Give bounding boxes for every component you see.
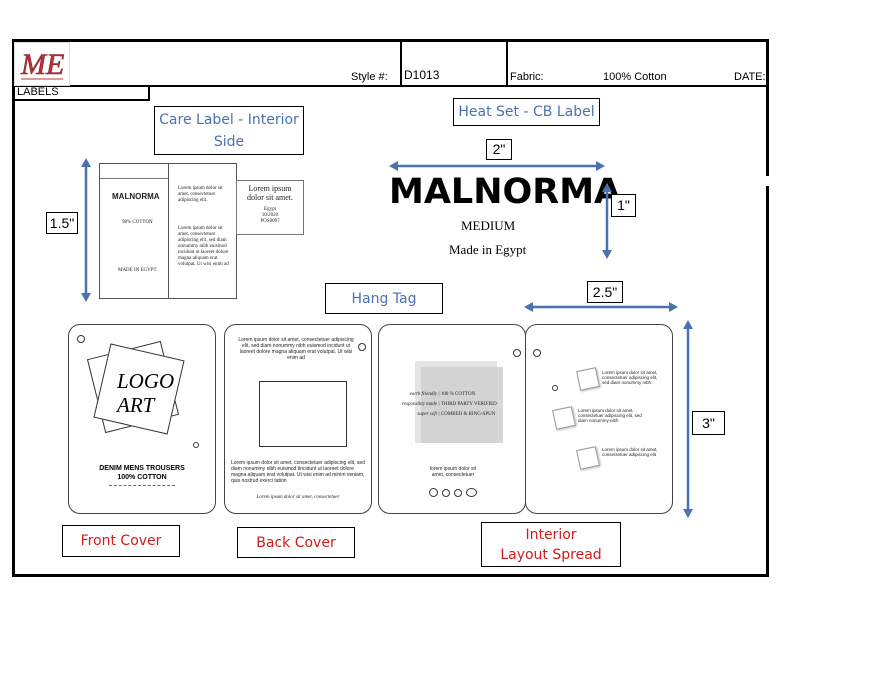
interior-item-2: Lorem ipsum dolor sit amet, consectetuer… — [578, 408, 642, 423]
interior-left-panel: earth friendly | 100 % COTTON responsibl… — [378, 324, 526, 514]
style-label: Style #: — [351, 71, 388, 83]
feature-1-label: earth friendly — [409, 392, 437, 397]
heat-height-dimension: 1" — [611, 194, 636, 217]
fabric-label: Fabric: — [510, 71, 544, 83]
brand-logo-mark: ME — [17, 44, 67, 84]
front-cover-caption: Front Cover — [62, 525, 180, 557]
back-footer-text: Lorem ipsum dolor sit amet, consectetuer — [256, 495, 340, 500]
spec-sheet — [12, 39, 769, 577]
logo-art-line-1: LOGO — [117, 369, 175, 393]
care-small-title: Lorem ipsum dolor sit amet. — [247, 184, 293, 202]
dot-icon — [466, 488, 477, 497]
care-label-composition: 98% COTTON — [122, 220, 153, 225]
tag-hole — [533, 349, 541, 357]
hang-width-arrow — [524, 302, 678, 312]
tag-hole — [77, 335, 85, 343]
back-top-text: Lorem ipsum dolor sit amet, consectetuer… — [238, 337, 354, 361]
dot-icon — [454, 489, 462, 497]
fabric-value: 100% Cotton — [603, 71, 667, 83]
care-label: MALNORMA 98% COTTON MADE IN EGYPT Lorem … — [99, 163, 237, 299]
back-image-placeholder — [259, 381, 347, 447]
icon-square — [552, 406, 576, 430]
tag-hole — [358, 343, 366, 351]
sheet-notch — [766, 176, 772, 186]
date-label: DATE: — [734, 71, 766, 83]
heat-label-brand-text: MALNORMA — [389, 172, 622, 212]
heat-label-origin: Made in Egypt — [449, 242, 527, 257]
hang-height-arrow — [683, 320, 693, 518]
heat-label-brand: MALNORMA® — [389, 170, 633, 214]
care-small-date: 10/2020 — [261, 213, 279, 218]
brand-logo: ME — [14, 42, 70, 86]
front-divider — [109, 485, 175, 486]
interior-bottom-text: lorem ipsum dolor sit amet, consectetuer — [429, 466, 477, 478]
logo-art-line-2: ART — [117, 393, 155, 417]
hang-height-dimension: 3" — [692, 411, 725, 435]
brand-logo-text: ME — [20, 48, 64, 81]
interior-layout-caption: Interior Layout Spread — [481, 522, 621, 567]
heat-width-dimension: 2" — [486, 139, 512, 160]
interior-graphic-front — [421, 367, 503, 443]
header-divider-v1 — [400, 39, 402, 86]
header-divider-v2 — [506, 39, 508, 86]
feature-3-value: COMBED & RING-SPUN — [440, 412, 496, 417]
back-cover-caption: Back Cover — [237, 527, 355, 558]
section-label: LABELS — [12, 85, 150, 101]
care-small-code: POS0097 — [260, 219, 280, 224]
interior-right-panel: Lorem ipsum dolor sit amet, consectetuer… — [525, 324, 673, 514]
front-cover-panel: LOGO ART DENIM MENS TROUSERS 100% COTTON — [68, 324, 216, 514]
care-label-brand: MALNORMA — [112, 192, 160, 201]
feature-2-value: THIRD PARTY VERIFIED — [440, 402, 497, 407]
feature-row-3: super soft | COMBED & RING-SPUN — [395, 412, 515, 418]
icon-square — [576, 367, 600, 391]
heat-label-size: MEDIUM — [461, 218, 516, 233]
tag-hole — [513, 349, 521, 357]
front-composition: 100% COTTON — [117, 474, 167, 481]
icon-square — [576, 446, 600, 470]
interior-dots — [429, 484, 477, 502]
heat-height-arrow — [602, 183, 612, 259]
interior-feature-list: earth friendly | 100 % COTTON responsibl… — [395, 392, 515, 418]
small-dot — [193, 442, 199, 448]
care-label-text-2: Lorem ipsum dolor sit amet, consectetuer… — [178, 226, 229, 267]
care-height-arrow — [81, 158, 91, 302]
heat-width-arrow — [389, 161, 605, 171]
back-body-text: Lorem ipsum dolor sit amet, consectetuer… — [231, 460, 365, 484]
feature-3-label: super soft — [417, 412, 437, 417]
care-small-place: Egypt — [264, 207, 276, 212]
hang-tag-title: Hang Tag — [325, 283, 443, 314]
back-cover-panel: Lorem ipsum dolor sit amet, consectetuer… — [224, 324, 372, 514]
dot-icon — [442, 489, 450, 497]
care-label-left-panel: MALNORMA 98% COTTON MADE IN EGYPT — [100, 164, 169, 298]
care-label-fold — [100, 178, 168, 179]
interior-item-1: Lorem ipsum dolor sit amet, consectetuer… — [602, 370, 658, 385]
hang-width-dimension: 2.5" — [587, 281, 623, 303]
front-product: DENIM MENS TROUSERS — [99, 465, 185, 472]
style-value: D1013 — [404, 68, 440, 82]
care-height-dimension: 1.5" — [46, 212, 78, 234]
care-label-small-tag: Lorem ipsum dolor sit amet. Egypt 10/202… — [236, 180, 304, 235]
dot-icon — [429, 488, 438, 497]
feature-row-1: earth friendly | 100 % COTTON — [395, 392, 515, 398]
header-divider — [12, 85, 769, 87]
care-label-origin: MADE IN EGYPT — [118, 268, 157, 273]
care-label-text-1: Lorem ipsum dolor sit amet, consectetuer… — [178, 186, 223, 203]
feature-2-label: responsibly made — [402, 402, 437, 407]
heat-label-title: Heat Set - CB Label — [453, 98, 600, 126]
feature-1-value: 100 % COTTON — [440, 392, 476, 397]
interior-item-3: Lorem ipsum dolor sit amet, consectetuer… — [602, 447, 658, 457]
small-dot — [552, 385, 558, 391]
care-label-title: Care Label - Interior Side — [154, 106, 304, 155]
logo-art: LOGO ART — [117, 369, 174, 417]
feature-row-2: responsibly made | THIRD PARTY VERIFIED — [395, 402, 515, 408]
